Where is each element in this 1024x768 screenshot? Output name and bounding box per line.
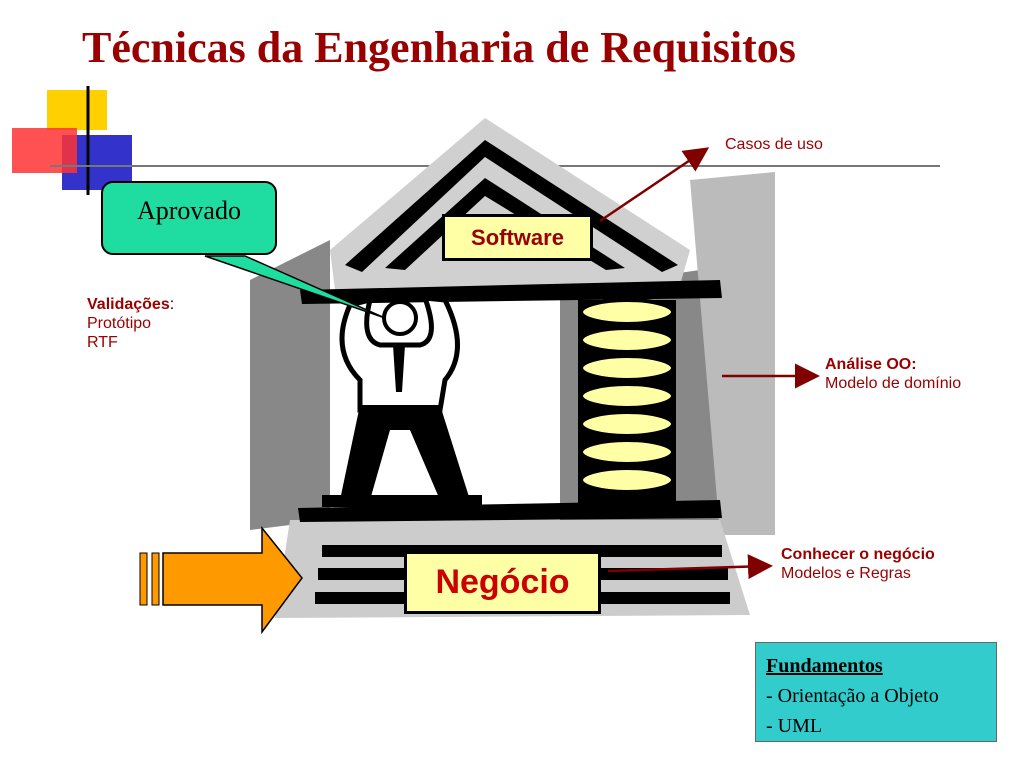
validacoes-callout: Validações: Protótipo RTF <box>87 295 174 352</box>
analise-callout: Análise OO: Modelo de domínio <box>825 355 961 393</box>
temple-roof <box>300 118 722 304</box>
fundamentos-head: Fundamentos <box>766 655 883 677</box>
conhecer-head: Conhecer o negócio <box>781 546 935 563</box>
fundamentos-box: Fundamentos - Orientação a Objeto - UML <box>755 642 997 742</box>
negocio-label: Negócio <box>404 551 601 614</box>
validacoes-colon: : <box>169 296 175 313</box>
software-label: Software <box>442 214 593 261</box>
page-title: Técnicas da Engenharia de Requisitos <box>82 23 796 72</box>
aprovado-pointer <box>204 255 386 319</box>
validacoes-head: Validações <box>87 296 170 313</box>
analise-line: Modelo de domínio <box>825 375 962 392</box>
conhecer-line: Modelos e Regras <box>781 565 911 582</box>
validacoes-line-2: RTF <box>87 334 118 351</box>
coin-stack-pillar <box>578 298 676 510</box>
fundamentos-line-1: - Orientação a Objeto <box>766 685 939 707</box>
conhecer-callout: Conhecer o negócio Modelos e Regras <box>781 545 935 583</box>
casos-de-uso-text: Casos de uso <box>725 136 823 153</box>
analise-head: Análise OO: <box>825 356 917 373</box>
aprovado-callout: Aprovado <box>101 181 277 255</box>
connector-arrows <box>599 147 820 580</box>
validacoes-line-1: Protótipo <box>87 315 152 332</box>
casos-de-uso-label: Casos de uso <box>725 135 823 154</box>
man-pillar <box>322 295 482 507</box>
big-arrow <box>139 525 303 635</box>
fundamentos-line-2: - UML <box>766 715 823 737</box>
